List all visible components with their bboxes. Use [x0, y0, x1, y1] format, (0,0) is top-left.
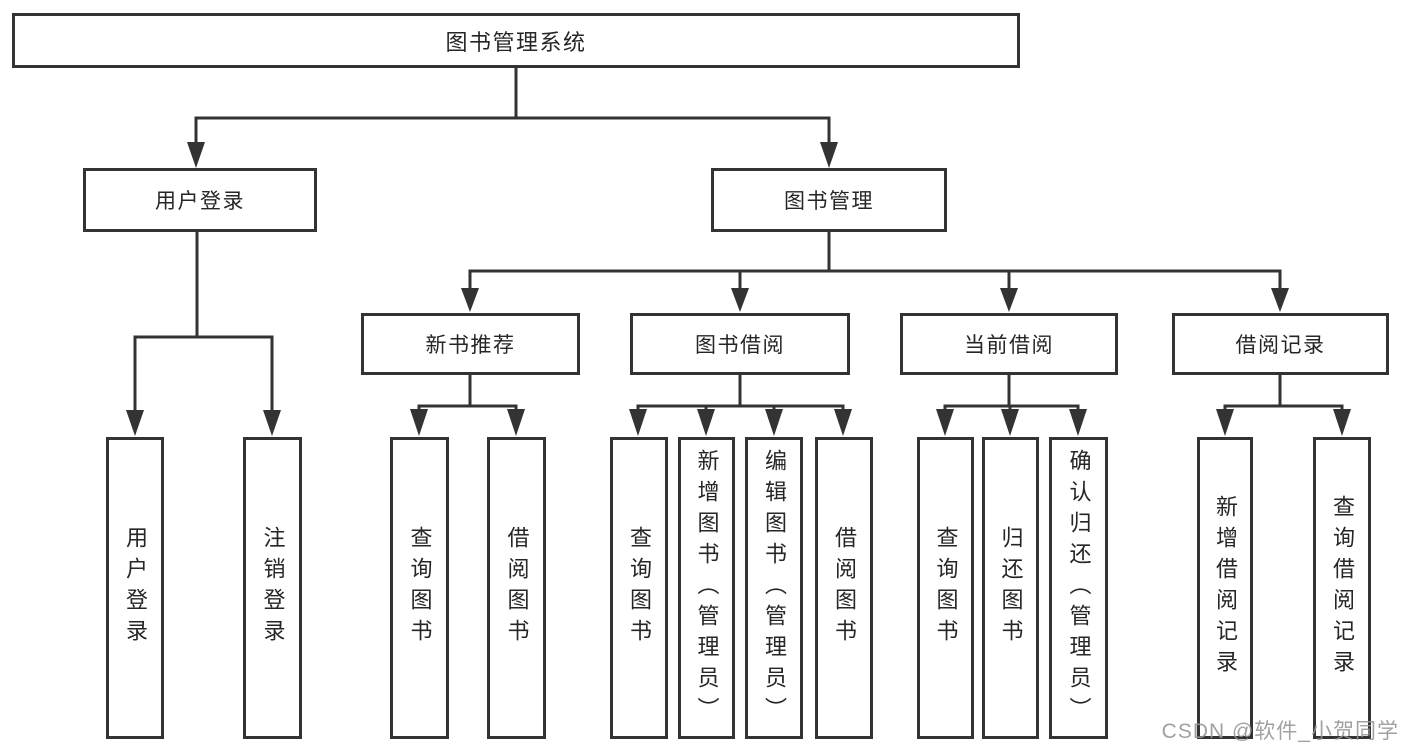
csdn-watermark: CSDN @软件_小贺同学 — [1161, 720, 1399, 743]
leaf-query-books-borrowing: 查询图书 — [610, 437, 668, 739]
node-new-book-recommendation: 新书推荐 — [361, 313, 580, 375]
node-book-management: 图书管理 — [711, 168, 947, 232]
node-label: 图书借阅 — [695, 334, 785, 357]
node-label: 图书管理 — [784, 190, 874, 213]
node-label: 注销登录 — [260, 526, 286, 650]
node-label: 查询图书 — [627, 526, 652, 650]
leaf-add-borrow-record: 新增借阅记录 — [1197, 437, 1253, 739]
leaf-user-login: 用户登录 — [106, 437, 164, 739]
node-label: 查询图书 — [933, 526, 959, 650]
leaf-logout: 注销登录 — [243, 437, 302, 739]
node-label: 当前借阅 — [964, 334, 1054, 357]
leaf-query-books-current: 查询图书 — [917, 437, 974, 739]
node-label: 借阅图书 — [832, 526, 857, 650]
node-label: 查询图书 — [407, 526, 433, 650]
node-label: 新书推荐 — [425, 334, 516, 357]
node-library-management-system: 图书管理系统 — [12, 13, 1020, 68]
node-label: 借阅图书 — [504, 526, 530, 650]
leaf-borrow-books-recommend: 借阅图书 — [487, 437, 546, 739]
leaf-borrow-books-borrowing: 借阅图书 — [815, 437, 873, 739]
node-label: 确认归还（管理员） — [1066, 448, 1092, 728]
node-label: 归还图书 — [998, 526, 1024, 650]
leaf-query-books-recommend: 查询图书 — [390, 437, 449, 739]
node-label: 用户登录 — [123, 526, 148, 650]
node-borrowing-records: 借阅记录 — [1172, 313, 1389, 375]
node-label: 借阅记录 — [1235, 334, 1326, 357]
leaf-query-borrow-record: 查询借阅记录 — [1313, 437, 1371, 739]
leaf-confirm-return-admin: 确认归还（管理员） — [1049, 437, 1108, 739]
leaf-add-books-admin: 新增图书（管理员） — [678, 437, 735, 739]
node-label: 编辑图书（管理员） — [762, 448, 787, 728]
node-label: 新增图书（管理员） — [694, 448, 720, 728]
leaf-edit-books-admin: 编辑图书（管理员） — [745, 437, 803, 739]
node-label: 图书管理系统 — [445, 29, 587, 55]
node-current-borrowing: 当前借阅 — [900, 313, 1118, 375]
node-label: 查询借阅记录 — [1330, 495, 1355, 681]
node-label: 新增借阅记录 — [1213, 495, 1238, 681]
node-label: 用户登录 — [155, 190, 245, 213]
leaf-return-books: 归还图书 — [982, 437, 1039, 739]
node-user-login: 用户登录 — [83, 168, 317, 232]
node-book-borrowing: 图书借阅 — [630, 313, 850, 375]
